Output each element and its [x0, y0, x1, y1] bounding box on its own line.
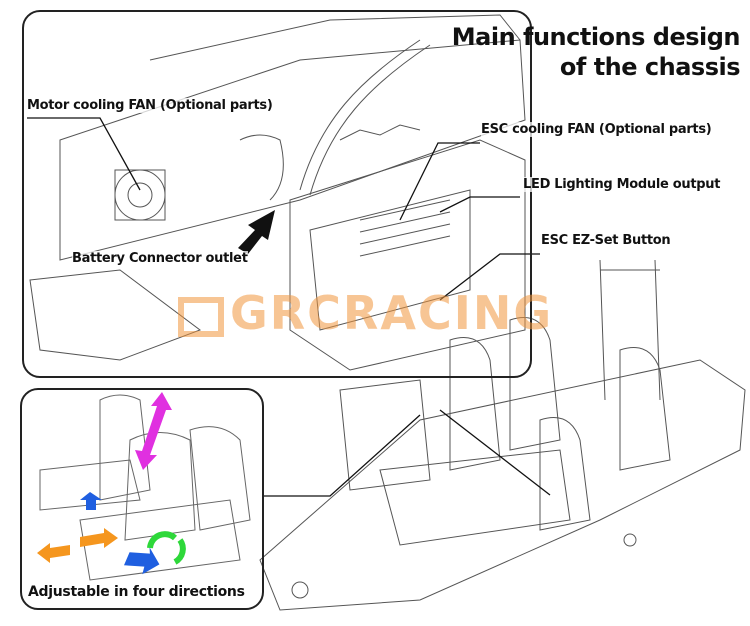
blue-arrow-up-icon: [80, 492, 102, 510]
page-title: Main functions design of the chassis: [451, 22, 741, 82]
inset-caption: Adjustable in four directions: [28, 584, 245, 600]
green-rotate-icon: [147, 531, 186, 565]
seat-inset-frame: [20, 388, 264, 610]
title-line-1: Main functions design: [451, 23, 741, 51]
magenta-arrow-icon: [135, 392, 172, 470]
orange-arrow-icon: [37, 528, 118, 563]
watermark-text: GRCRACING: [230, 286, 554, 340]
blue-arrow-down-icon: [123, 547, 160, 575]
ez-set-label: ESC EZ-Set Button: [541, 233, 671, 248]
battery-connector-label: Battery Connector outlet: [72, 251, 248, 266]
battery-arrow-icon: [238, 210, 275, 254]
watermark-logo: GRCRACING: [178, 286, 553, 340]
motor-fan-label: Motor cooling FAN (Optional parts): [27, 98, 273, 113]
esc-fan-label: ESC cooling FAN (Optional parts): [481, 122, 712, 137]
title-line-2: of the chassis: [559, 53, 741, 81]
led-output-label: LED Lighting Module output: [523, 177, 721, 192]
detail-callout-frame: [22, 10, 532, 378]
